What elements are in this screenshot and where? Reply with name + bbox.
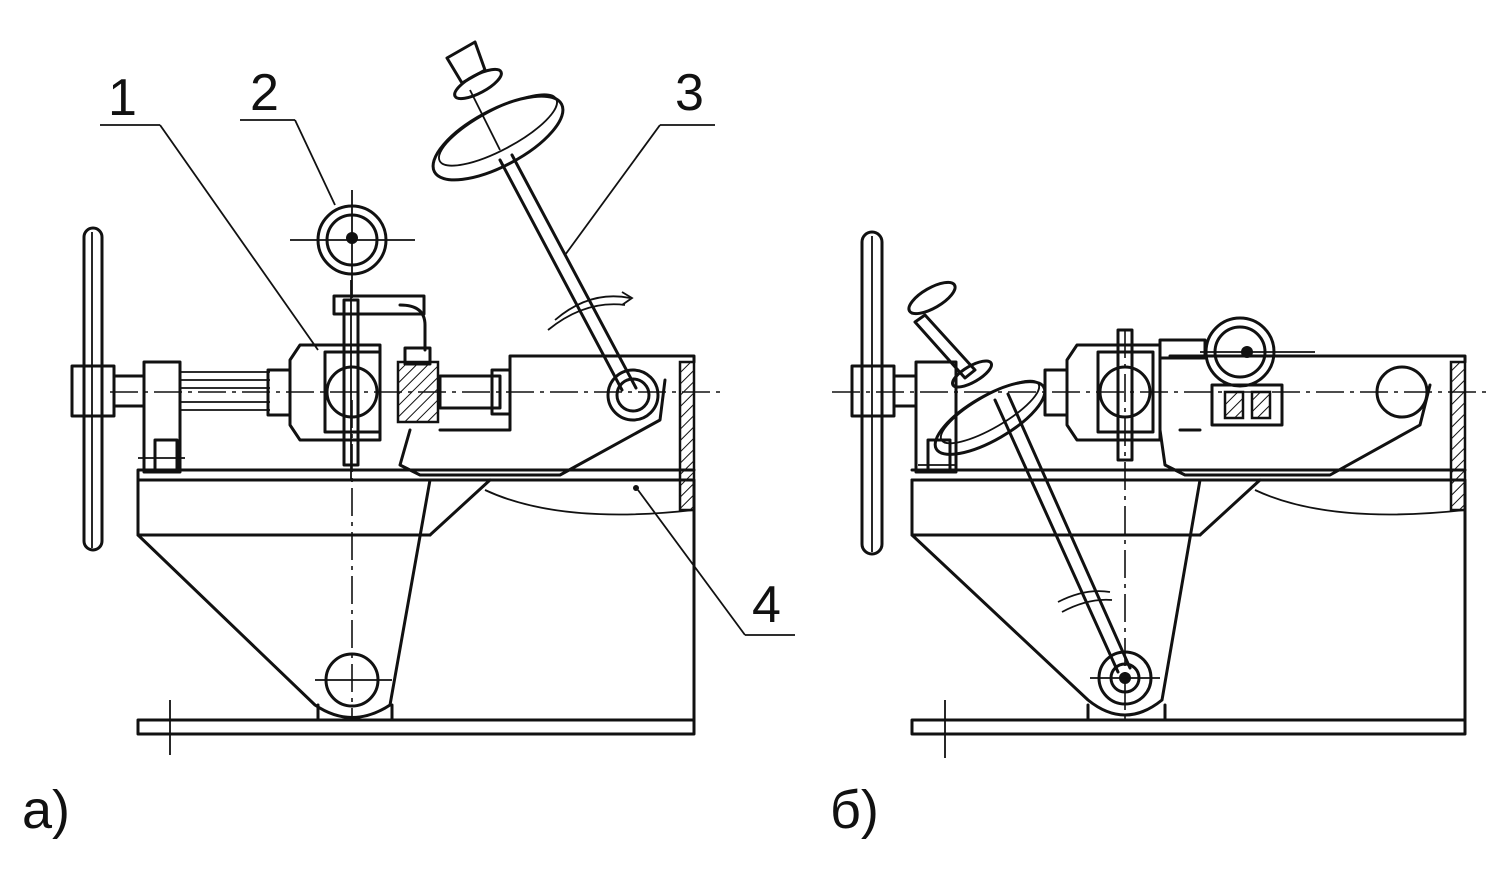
base-plate — [136, 718, 696, 736]
torque-wrench-knob-b — [907, 280, 957, 316]
figure-a: 1 2 3 4 а) — [22, 40, 795, 840]
torque-wrench-knob — [445, 40, 487, 85]
figure-b: б) — [830, 230, 1490, 840]
support-bracket-b — [1158, 354, 1467, 477]
base-plate-b — [910, 718, 1467, 736]
torque-wrench-dial — [431, 94, 565, 182]
panel-label-b: б) — [830, 780, 879, 840]
left-handwheel-b — [860, 230, 884, 556]
left-handwheel — [82, 226, 104, 552]
swing-arm — [136, 478, 432, 719]
handwheel-hub — [70, 364, 116, 418]
support-bracket — [398, 354, 696, 477]
upper-pivot — [606, 368, 660, 422]
swing-arm-b — [910, 478, 1202, 717]
panel-label-a: а) — [22, 780, 70, 840]
callout-3: 3 — [675, 64, 704, 122]
callout-4: 4 — [752, 576, 781, 634]
callout-2: 2 — [250, 64, 279, 122]
callout-1: 1 — [108, 69, 137, 127]
